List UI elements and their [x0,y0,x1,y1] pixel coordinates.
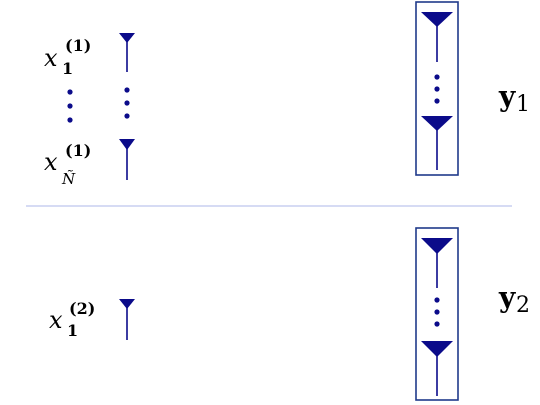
dot [124,87,130,93]
group-2: x 1 (2) [49,227,530,401]
antenna-head [119,33,135,43]
antenna-icon [421,12,453,62]
group-1: x 1 (1) x Ñ (1) [44,1,530,190]
antenna-icon [421,116,453,170]
vertical-ellipsis-icon [434,297,440,327]
vertical-ellipsis-icon [67,89,73,123]
output-subscript: 1 [516,92,530,117]
receiver-array-2 [415,227,459,401]
dot [67,89,73,95]
dot [434,309,440,315]
label-superscript: (2) [69,299,95,318]
dot [67,117,73,123]
antenna-head [421,116,453,131]
input-label-xN-1: x Ñ (1) [44,141,91,190]
antenna-head [119,139,135,150]
antenna-head [119,299,135,309]
array-box [415,227,459,401]
antenna-icon [119,139,135,180]
antenna-icon [119,33,135,72]
antenna-head [421,341,453,357]
dot [434,86,440,92]
label-superscript: (1) [65,141,91,160]
label-base: x [49,306,63,334]
vertical-ellipsis-icon [124,87,130,119]
label-superscript: (1) [65,36,91,55]
label-base: x [44,148,58,176]
dot [67,103,73,109]
antenna-icon [421,238,453,288]
dot [124,100,130,106]
label-base: x [44,44,58,72]
label-subscript: 1 [62,59,73,78]
input-label-x1-1: x 1 (1) [44,36,91,80]
output-base: y [498,80,516,113]
dot [434,321,440,327]
label-subscript: Ñ [61,170,76,188]
antenna-icon [119,299,135,340]
output-subscript: 2 [516,293,530,318]
dot [434,297,440,303]
antenna-icon [421,341,453,396]
antenna-head [421,12,453,27]
receiver-array-1 [415,1,459,176]
input-label-x1-2: x 1 (2) [49,299,95,342]
output-label-y1: y 1 [498,80,530,117]
vertical-ellipsis-icon [434,74,440,104]
dot [124,113,130,119]
output-label-y2: y 2 [498,281,530,318]
output-base: y [498,281,516,314]
array-box [415,1,459,176]
antenna-head [421,238,453,254]
dot [434,74,440,80]
dot [434,98,440,104]
label-subscript: 1 [67,321,78,340]
